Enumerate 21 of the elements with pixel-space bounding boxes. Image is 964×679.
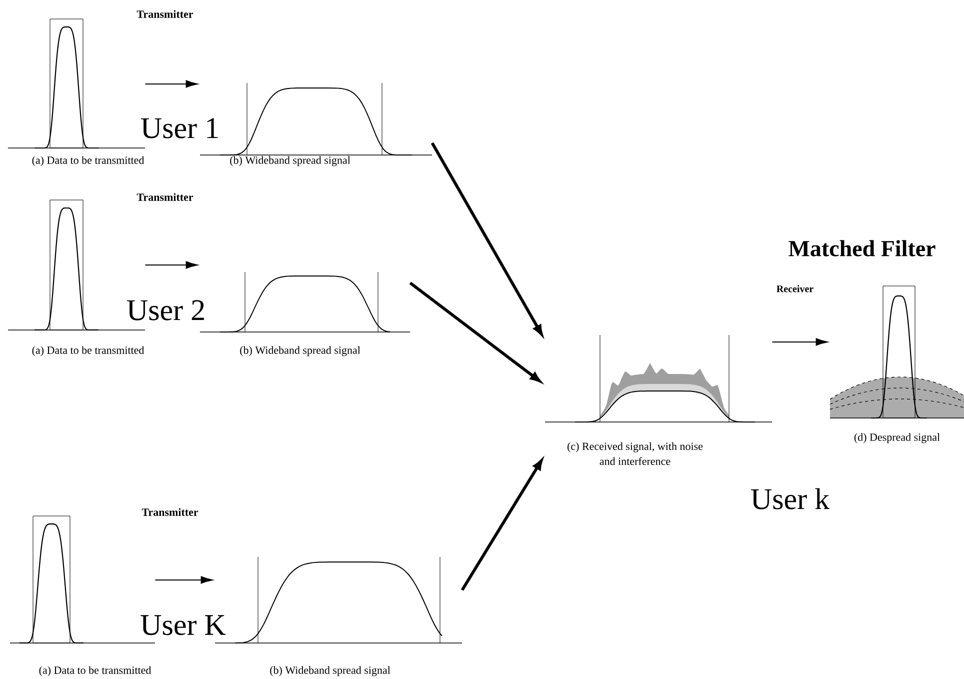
user-label: User 1: [141, 118, 218, 138]
arrow: [144, 261, 198, 269]
caption-text: (b) Wideband spread signal: [270, 666, 390, 676]
arrow: [144, 80, 198, 88]
user-label: User K: [140, 615, 226, 636]
caption-text: (d) Despread signal: [854, 433, 940, 444]
arrow: [154, 576, 213, 584]
stage-label: Transmitter: [136, 193, 194, 201]
stage-label: Transmitter: [136, 10, 194, 18]
caption-text: (c) Received signal, with noise and interference: [568, 442, 703, 466]
stage-label: Transmitter: [142, 508, 198, 516]
caption-text: (a) Data to be transmitted: [32, 346, 144, 356]
user-label: User 2: [127, 300, 204, 320]
caption-text: (a) Data to be transmitted: [39, 666, 152, 676]
caption-text: (b) Wideband spread signal: [230, 156, 350, 166]
stage-label: Receiver: [776, 285, 814, 292]
caption-text: (b) Wideband spread signal: [240, 346, 360, 356]
user-label: User k: [751, 488, 830, 510]
caption-text: (a) Data to be transmitted: [32, 156, 144, 166]
arrow: [772, 338, 828, 346]
heading: Matched Filter: [788, 240, 936, 256]
